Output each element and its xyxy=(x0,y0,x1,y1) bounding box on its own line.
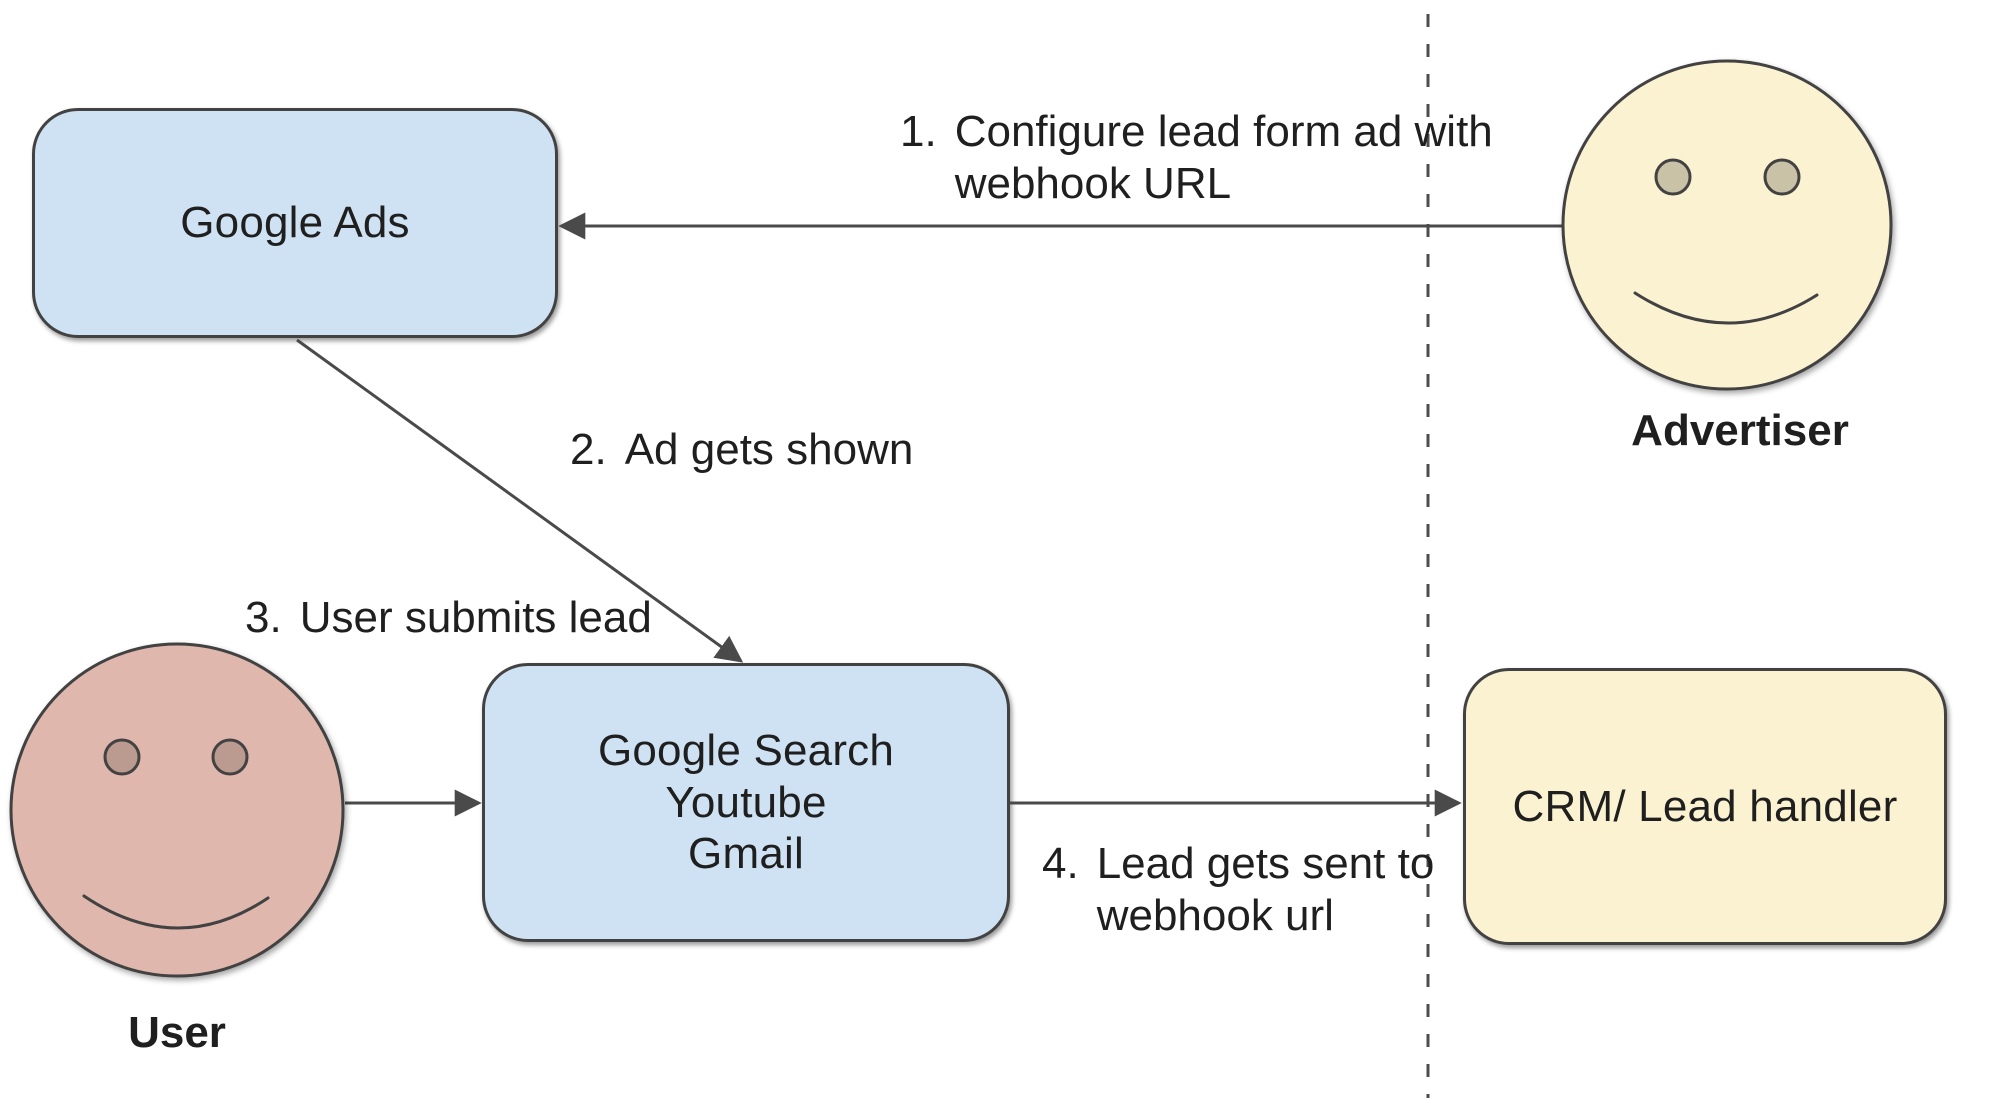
user-face-circle xyxy=(9,642,345,978)
step-4-number: 4. xyxy=(1042,839,1079,888)
step-1-label: 1. Configure lead form ad with webhook U… xyxy=(900,106,1493,210)
step-2-label: 2. Ad gets shown xyxy=(570,424,913,476)
step-4-label: 4. Lead gets sent to webhook url xyxy=(1042,838,1434,942)
node-crm-lead-handler-label: CRM/ Lead handler xyxy=(1512,781,1898,831)
step-2-text-line-1: Ad gets shown xyxy=(624,425,914,474)
advertiser-right-eye-icon xyxy=(1763,158,1801,196)
step-3-label: 3. User submits lead xyxy=(245,592,652,644)
step-2-number: 2. xyxy=(570,425,607,474)
advertiser-left-eye-icon xyxy=(1654,158,1692,196)
advertiser-smile-icon xyxy=(1633,291,1819,325)
step-4-text-line-1: Lead gets sent to xyxy=(1096,839,1435,888)
user-smile-icon xyxy=(82,894,270,930)
advertiser-label: Advertiser xyxy=(1631,406,1849,455)
node-google-surfaces: Google Search Youtube Gmail xyxy=(482,663,1010,942)
step-1-text-line-1: Configure lead form ad with xyxy=(954,107,1493,156)
node-google-surfaces-line-1: Google Search xyxy=(597,725,895,775)
user-label: User xyxy=(128,1008,226,1057)
node-crm-lead-handler: CRM/ Lead handler xyxy=(1463,668,1947,945)
user-left-eye-icon xyxy=(103,738,141,776)
advertiser-smiley-face-icon xyxy=(1561,59,1893,391)
advertiser-face-circle xyxy=(1561,59,1893,391)
node-google-surfaces-label: Google Search Youtube Gmail xyxy=(598,725,894,881)
node-google-ads-label: Google Ads xyxy=(180,198,410,248)
user-smiley-face-icon xyxy=(9,642,345,978)
step-3-text-line-1: User submits lead xyxy=(299,593,652,642)
user-right-eye-icon xyxy=(211,738,249,776)
step-4-text-line-2: webhook url xyxy=(1096,891,1334,940)
step-1-number: 1. xyxy=(900,107,937,156)
step-1-text-line-2: webhook URL xyxy=(954,159,1232,208)
node-google-ads: Google Ads xyxy=(32,108,558,338)
step-3-number: 3. xyxy=(245,593,282,642)
node-google-surfaces-line-2: Youtube xyxy=(665,777,827,827)
node-google-surfaces-line-3: Gmail xyxy=(688,829,804,879)
